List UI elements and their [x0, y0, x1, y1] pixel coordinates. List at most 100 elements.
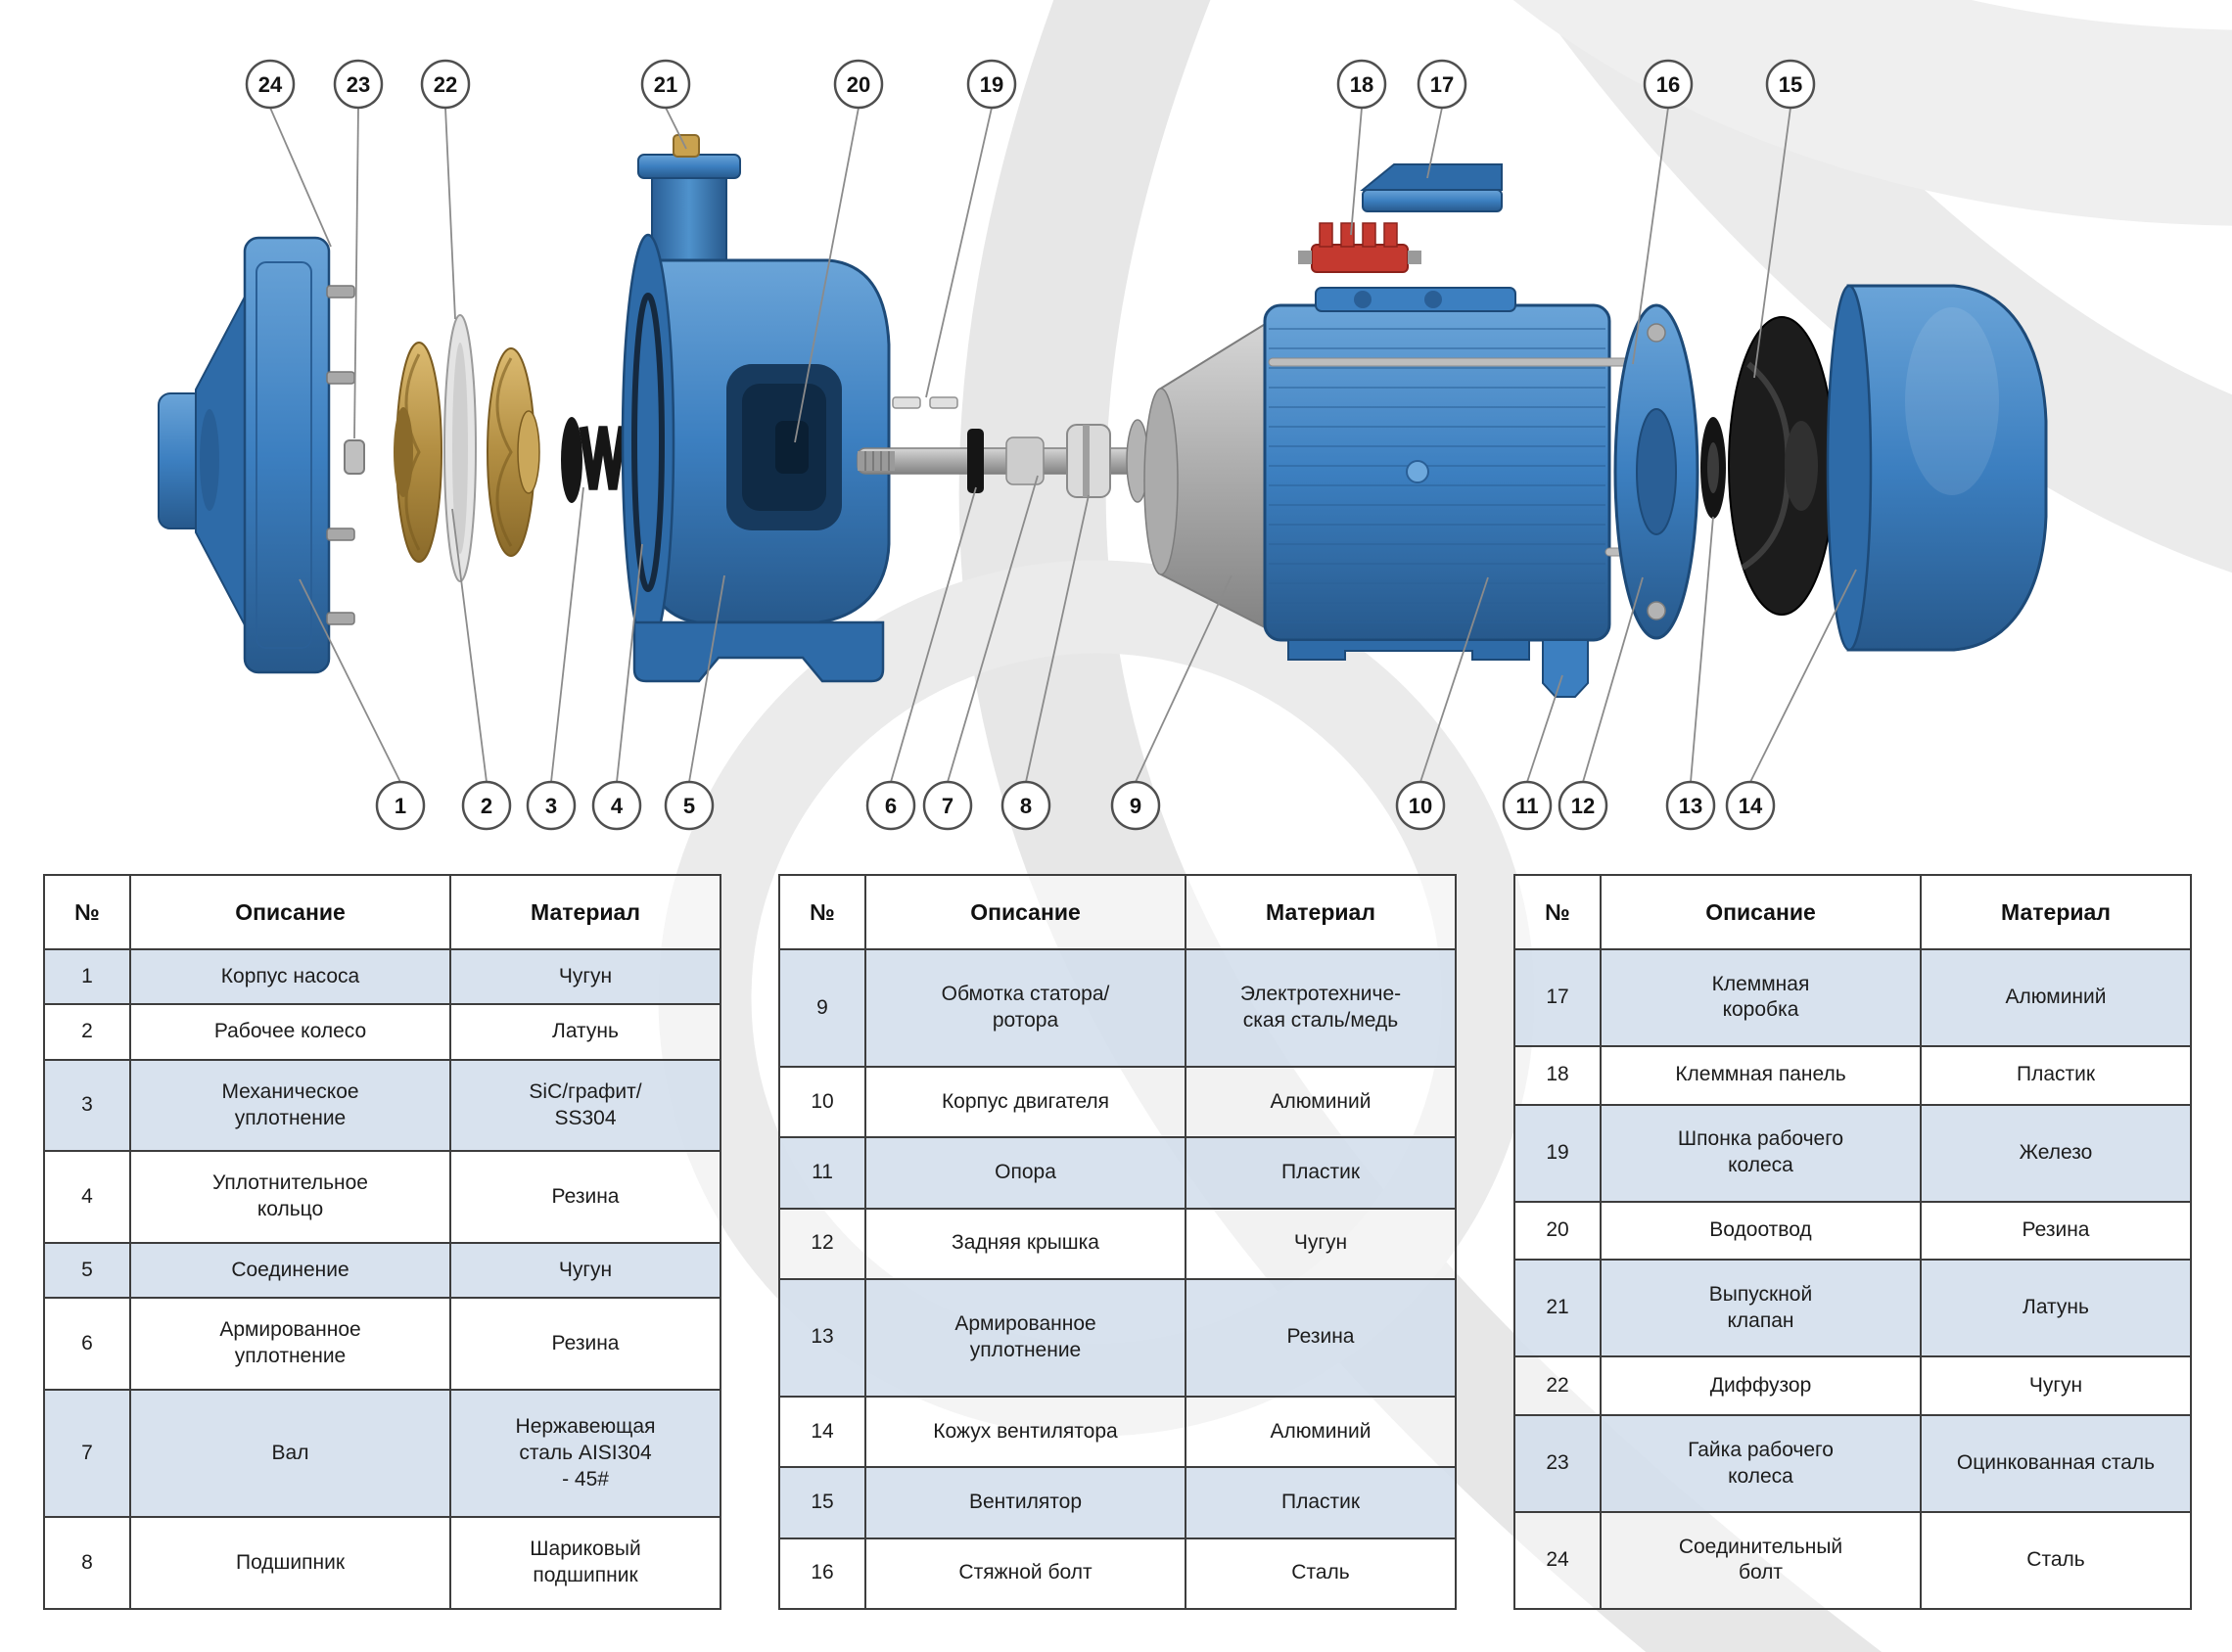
callout-leader-3	[550, 486, 584, 783]
cell-mat: Резина	[1185, 1277, 1457, 1398]
col-header-desc: Описание	[864, 874, 1186, 950]
table-row: 3 Механическое уплотнение SiC/графит/ SS…	[43, 1058, 721, 1153]
table-row: 15 Вентилятор Пластик	[778, 1466, 1457, 1539]
cell-mat: Оцинкованная сталь	[1920, 1414, 2192, 1513]
callout-circle-22	[420, 59, 471, 110]
table-row: 2 Рабочее колесо Латунь	[43, 1003, 721, 1061]
cell-num: 18	[1513, 1044, 1602, 1106]
callout-number-15: 15	[1779, 72, 1802, 97]
callout-number-22: 22	[434, 72, 457, 97]
cell-desc: Рабочее колесо	[129, 1003, 451, 1061]
cell-num: 14	[778, 1395, 866, 1469]
cell-desc: Выпускной клапан	[1600, 1259, 1922, 1358]
table-header-row: № Описание Материал	[1513, 874, 2192, 950]
callout-number-1: 1	[395, 794, 406, 818]
cell-mat: Пластик	[1920, 1044, 2192, 1106]
water-drain	[775, 421, 809, 474]
motor-front-housing	[1143, 321, 1268, 630]
col-header-desc: Описание	[1600, 874, 1922, 950]
callout-number-5: 5	[683, 794, 695, 818]
callout-leader-7	[947, 475, 1039, 783]
cell-mat: Пластик	[1185, 1466, 1457, 1539]
cell-mat: Резина	[449, 1297, 721, 1391]
callout-number-23: 23	[347, 72, 370, 97]
cell-mat: Чугун	[1920, 1355, 2192, 1417]
cell-mat: Пластик	[1185, 1136, 1457, 1210]
parts-tables: № Описание Материал 1 Корпус насоса Чугу…	[43, 874, 2192, 1611]
shaft-assembly	[857, 419, 1164, 503]
callout-number-8: 8	[1020, 794, 1032, 818]
fan-cover	[1826, 284, 2048, 652]
callout-leader-24	[269, 107, 332, 248]
cell-desc: Уплотнительное кольцо	[129, 1150, 451, 1244]
cell-desc: Гайка рабочего колеса	[1600, 1414, 1922, 1513]
table-row: 6 Армированное уплотнение Резина	[43, 1297, 721, 1391]
shaft-key	[892, 396, 958, 409]
callout-number-19: 19	[980, 72, 1003, 97]
cell-desc: Соединительный болт	[1600, 1510, 1922, 1611]
cell-desc: Армированное уплотнение	[864, 1277, 1186, 1398]
col-header-mat: Материал	[1920, 874, 2192, 950]
callout-circle-23	[333, 59, 384, 110]
o-ring	[631, 293, 665, 592]
table-row: 9 Обмотка статора/ ротора Электротехниче…	[778, 948, 1457, 1068]
cell-mat: Сталь	[1920, 1510, 2192, 1611]
table-row: 7 Вал Нержавеющая сталь AISI304 - 45#	[43, 1388, 721, 1519]
ball-bearing	[1066, 424, 1111, 498]
cell-num: 12	[778, 1207, 866, 1280]
cell-mat: Железо	[1920, 1103, 2192, 1203]
cell-mat: Резина	[449, 1150, 721, 1244]
rear-end-cover	[1613, 303, 1699, 640]
support-foot	[1542, 639, 1589, 698]
callout-leader-18	[1350, 107, 1363, 236]
callout-leader-1	[299, 578, 401, 783]
callout-leader-4	[616, 543, 643, 783]
table-row: 20 Водоотвод Резина	[1513, 1200, 2192, 1262]
cell-num: 7	[43, 1388, 131, 1519]
impeller-nut	[344, 439, 365, 475]
cell-mat: SiC/графит/ SS304	[449, 1058, 721, 1153]
callout-number-12: 12	[1571, 794, 1595, 818]
callout-number-3: 3	[545, 794, 557, 818]
cell-mat: Латунь	[449, 1003, 721, 1061]
callout-circle-3	[526, 780, 577, 831]
table-row: 17 Клеммная коробка Алюминий	[1513, 948, 2192, 1047]
col-header-num: №	[43, 874, 131, 950]
table-row: 11 Опора Пластик	[778, 1136, 1457, 1210]
cell-num: 1	[43, 947, 131, 1006]
cell-mat: Алюминий	[1185, 1395, 1457, 1469]
pump-bracket	[621, 134, 891, 683]
parts-table-3: № Описание Материал 17 Клеммная коробка …	[1513, 874, 2192, 1611]
table-row: 12 Задняя крышка Чугун	[778, 1207, 1457, 1280]
cell-num: 16	[778, 1537, 866, 1611]
cell-num: 10	[778, 1065, 866, 1139]
callout-leader-11	[1526, 674, 1563, 783]
cell-num: 21	[1513, 1259, 1602, 1358]
callout-circle-21	[640, 59, 691, 110]
callout-number-24: 24	[258, 72, 283, 97]
cell-desc: Корпус насоса	[129, 947, 451, 1006]
connection-bolts	[326, 285, 355, 625]
rear-seal	[1700, 417, 1726, 519]
table-row: 18 Клеммная панель Пластик	[1513, 1044, 2192, 1106]
cell-num: 22	[1513, 1355, 1602, 1417]
callout-leader-22	[444, 107, 456, 320]
callout-leader-23	[353, 107, 359, 439]
callout-leader-20	[794, 107, 860, 443]
cell-desc: Клеммная коробка	[1600, 948, 1922, 1047]
table-row: 13 Армированное уплотнение Резина	[778, 1277, 1457, 1398]
cell-desc: Подшипник	[129, 1516, 451, 1610]
callout-number-14: 14	[1739, 794, 1763, 818]
cell-mat: Чугун	[449, 947, 721, 1006]
table-row: 4 Уплотнительное кольцо Резина	[43, 1150, 721, 1244]
cell-mat: Алюминий	[1920, 948, 2192, 1047]
cell-desc: Клеммная панель	[1600, 1044, 1922, 1106]
table-row: 10 Корпус двигателя Алюминий	[778, 1065, 1457, 1139]
cell-num: 15	[778, 1466, 866, 1539]
cell-desc: Стяжной болт	[864, 1537, 1186, 1611]
shaft-seal-ring	[967, 429, 984, 493]
cell-num: 11	[778, 1136, 866, 1210]
callout-number-20: 20	[847, 72, 870, 97]
table-header-row: № Описание Материал	[43, 874, 721, 950]
callout-number-6: 6	[885, 794, 897, 818]
